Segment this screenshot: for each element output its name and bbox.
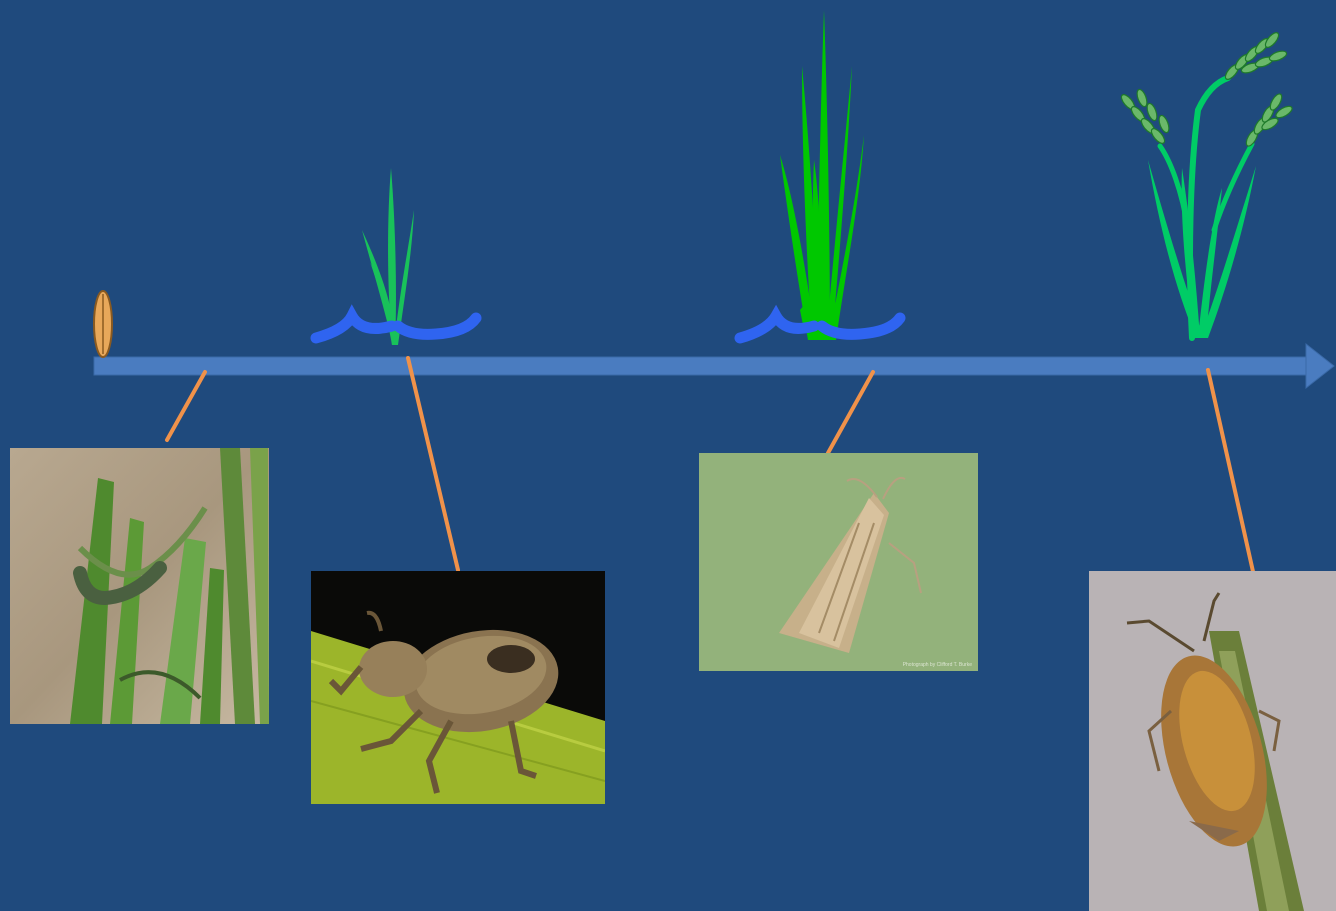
timeline-arrow — [94, 344, 1334, 388]
stink-bug-photo — [1089, 571, 1336, 911]
connector-line-1 — [167, 372, 205, 440]
rice-seedling-icon — [362, 168, 414, 345]
moth-photo: Photograph by Clifford T. Burke — [699, 453, 978, 671]
caterpillar-photo — [10, 448, 269, 724]
connector-line-4 — [1208, 370, 1256, 585]
rice-panicle-icon — [1119, 31, 1294, 338]
connector-line-2 — [408, 358, 458, 570]
weevil-photo — [311, 571, 605, 804]
rice-tillering-icon — [780, 10, 864, 340]
photo-credit: Photograph by Clifford T. Burke — [903, 662, 972, 668]
rice-seed-icon — [94, 291, 112, 357]
connector-line-3 — [828, 372, 873, 453]
